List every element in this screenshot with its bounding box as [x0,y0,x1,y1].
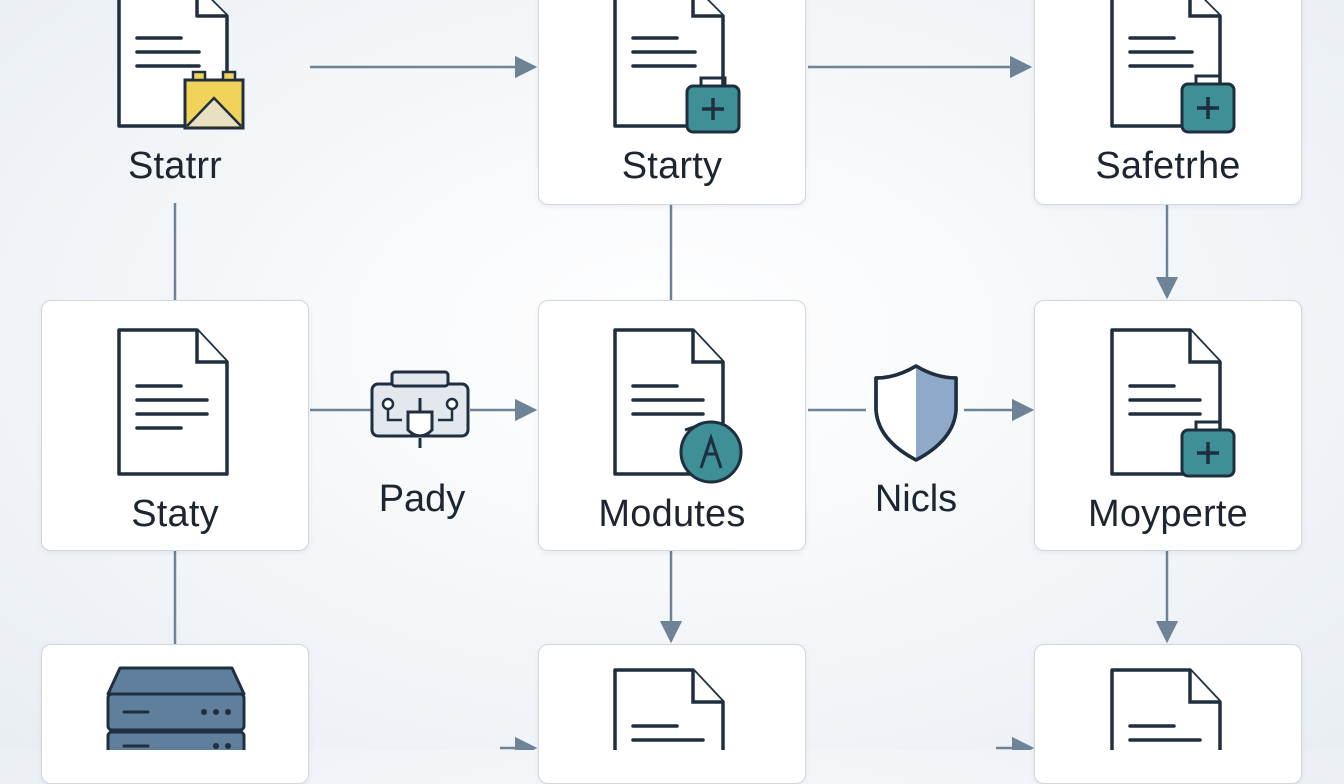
edge-label-pady: Pady [378,478,466,520]
node-label-safetrhe: Safetrhe [1095,145,1241,187]
flow-diagram: Statrr Starty Safetrhe Staty Modutes Moy… [41,0,1302,784]
connectors [173,55,1179,750]
node-label-moyperte: Moyperte [1087,493,1248,535]
node-card-bottom-right[interactable] [1034,644,1302,784]
diagram-canvas [173,55,1179,750]
edge-label-nicls: Nicls [874,478,958,520]
node-card-server[interactable] [41,644,309,784]
node-label-modutes: Modutes [598,493,746,535]
node-card-bottom-middle[interactable] [538,644,806,784]
node-label-staty: Staty [131,493,219,535]
node-label-statrr: Statrr [127,145,223,187]
node-label-starty: Starty [621,145,723,187]
